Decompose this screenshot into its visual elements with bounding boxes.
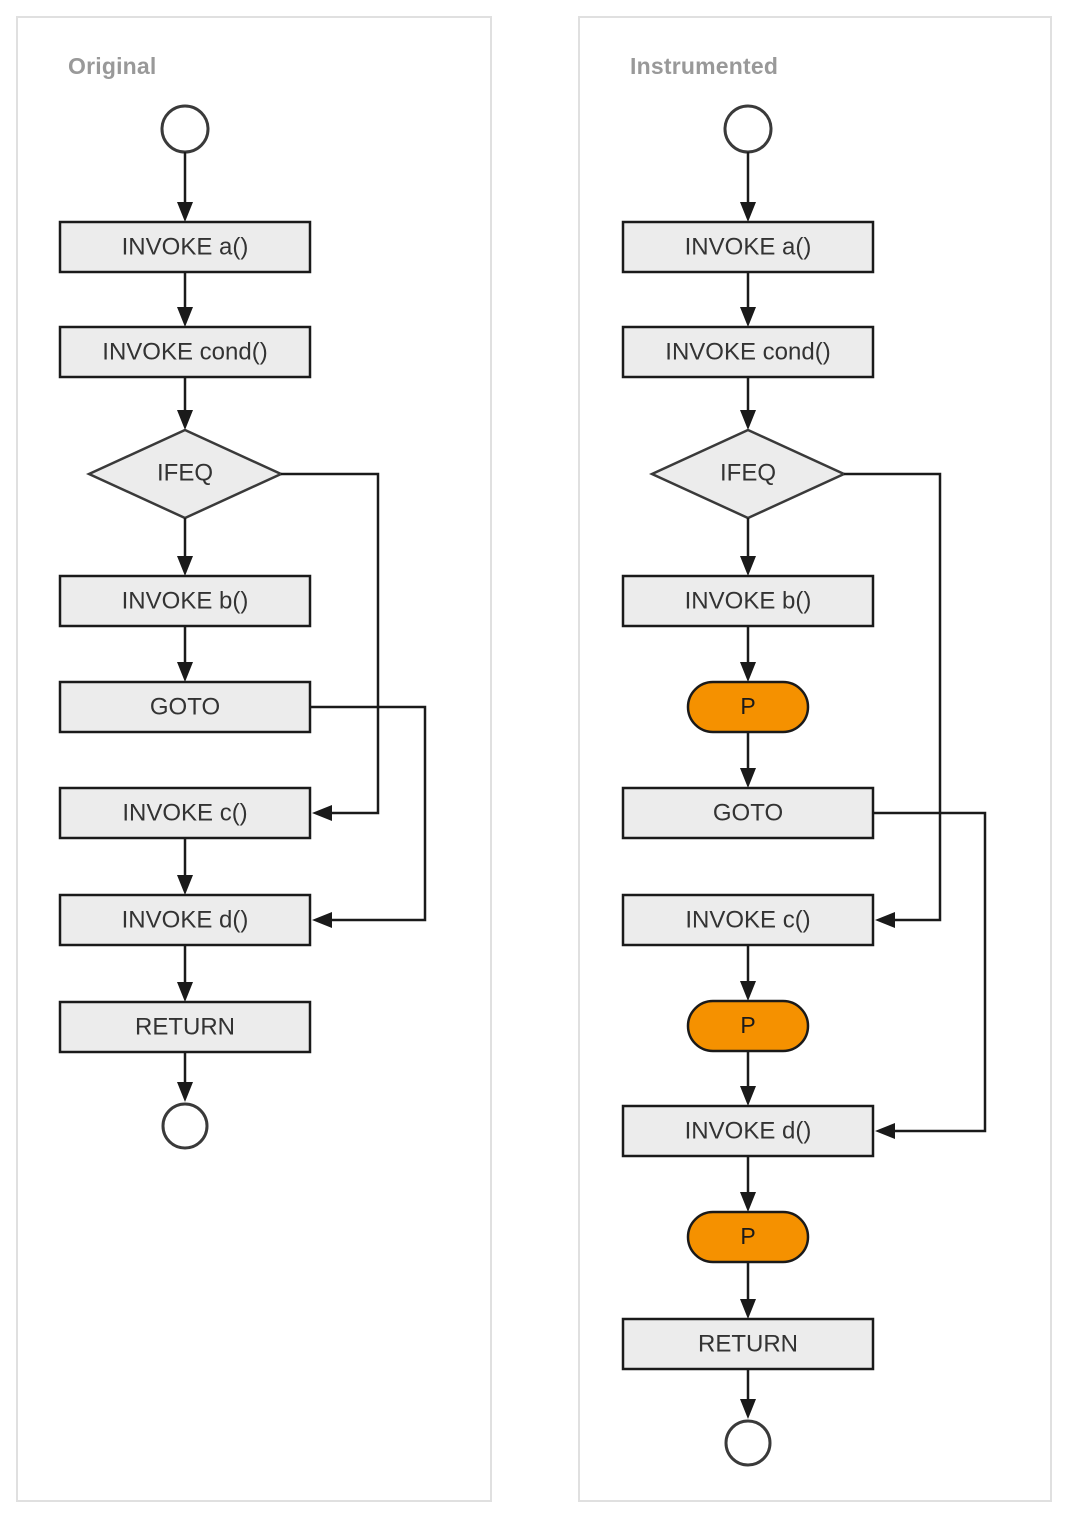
panel-title-instrumented: Instrumented <box>630 53 779 79</box>
panel-instrumented <box>578 16 1052 1502</box>
panel-title-original: Original <box>68 53 157 79</box>
panel-original <box>16 16 492 1502</box>
